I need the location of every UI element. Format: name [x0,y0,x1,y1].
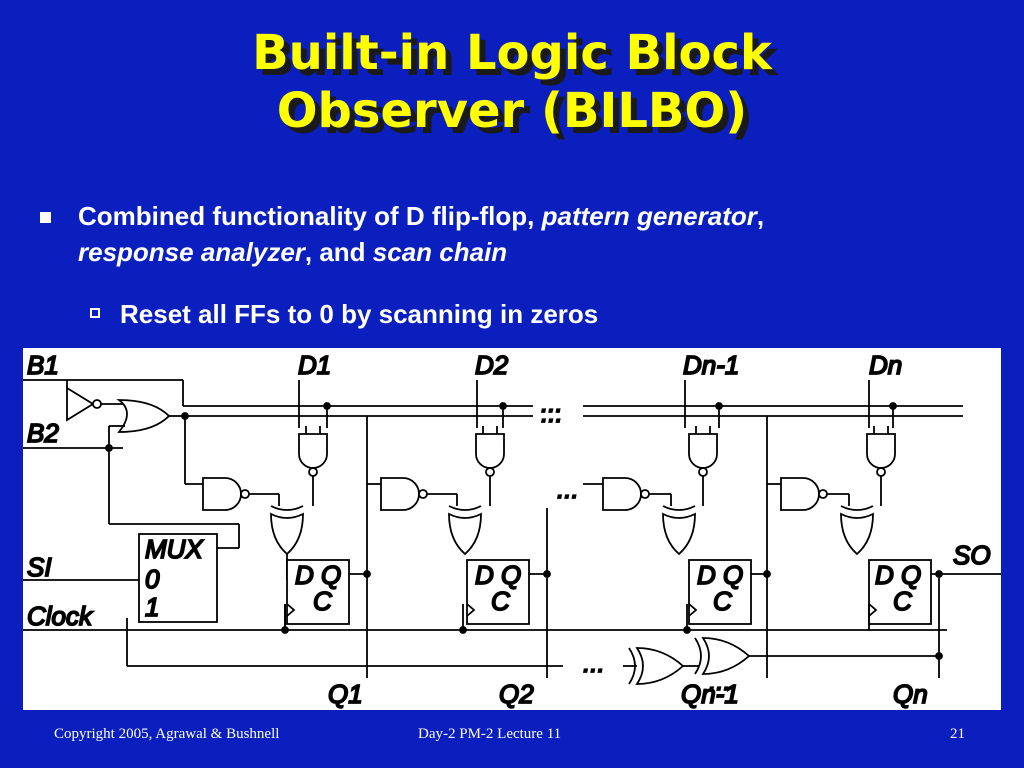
ff-2-c-label: C [491,586,510,616]
stage-ellipsis: ... [557,474,579,504]
bullet-1-text-a: Combined functionality of D flip-flop, [78,201,542,231]
bullet-1-text-b: , [756,201,765,231]
rail-ellipsis-top: ... [541,388,563,418]
stage-2: D Q C [367,380,551,678]
ff-1-dq-label: D Q [295,560,341,590]
input-label-clock: Clock [27,601,94,631]
mux-input-0: 0 [145,564,160,594]
bullet-1-text-c: , and [304,237,373,267]
footer-copyright: Copyright 2005, Agrawal & Bushnell [54,726,280,742]
bullet-2: Reset all FFs to 0 by scanning in zeros [90,296,598,332]
bullet-1: Combined functionality of D flip-flop, p… [40,198,1000,270]
ff-1-c-label: C [313,586,332,616]
square-bullet-icon [40,212,51,223]
bilbo-circuit-diagram: B1 B2 SI Clock D1 D2 Dn-1 Dn Q1 Q2 Qn-1 … [23,348,1001,710]
bullet-1-emphasis-c: scan chain [372,237,508,267]
input-label-b2: B2 [27,418,59,448]
stage-1: D Q C [181,380,371,678]
xor-feedback-gate-2 [701,637,751,675]
slide-title: Built-in Logic Block Observer (BILBO) [0,24,1024,140]
rail-ellipsis-bottom: ... [541,398,563,428]
or-gate [116,399,171,433]
bullet-1-emphasis-b: response analyzer [78,237,305,267]
data-input-label-dn: Dn [869,350,902,380]
input-label-b1: B1 [27,350,59,380]
output-label-so: SO [953,540,991,570]
data-input-label-dn-1: Dn-1 [683,350,739,380]
ff-n-1-dq-label: D Q [697,560,743,590]
xor-feedback-gate-1 [635,647,685,685]
inverter-gate [66,386,95,422]
input-label-si: SI [27,552,52,582]
output-label-qn-1: Qn-1 [681,679,739,709]
title-line-2: Observer (BILBO) [276,83,748,139]
feedback-ellipsis: ... [583,648,605,678]
ff-n-1-c-label: C [713,586,732,616]
bullet-2-text: Reset all FFs to 0 by scanning in zeros [120,299,599,329]
footer-lecture: Day-2 PM-2 Lecture 11 [418,726,562,742]
hollow-square-bullet-icon [90,308,100,318]
title-line-1: Built-in Logic Block [252,25,772,81]
ff-2-dq-label: D Q [475,560,521,590]
bullet-1-emphasis-a: pattern generator [541,201,757,231]
data-input-label-d2: D2 [475,350,509,380]
data-input-label-d1: D1 [298,350,331,380]
ff-n-dq-label: D Q [875,560,921,590]
ff-n-c-label: C [893,586,912,616]
stage-n: D Q C [767,380,1001,678]
output-label-qn: Qn [893,679,928,709]
mux-name: MUX [145,534,204,564]
stage-n-1: D Q C [583,380,771,678]
output-label-q2: Q2 [499,679,534,709]
feedback-ellipsis-2: ... [709,666,731,696]
output-label-q1: Q1 [328,679,363,709]
footer-page-number: 21 [950,726,965,742]
mux-block [138,533,218,623]
mux-input-1: 1 [145,592,159,622]
